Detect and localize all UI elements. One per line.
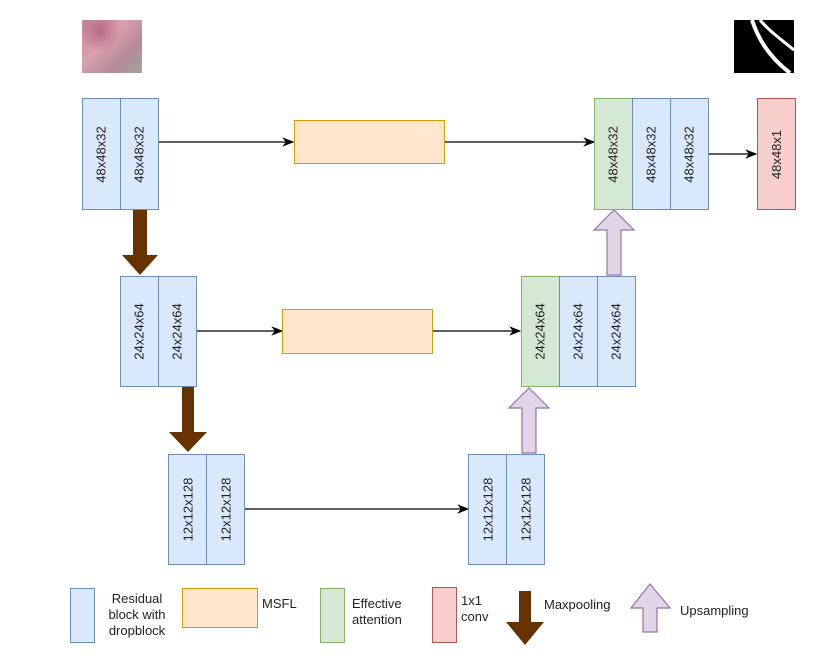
upsample-arrow-2 (592, 209, 636, 276)
dec-l2-block-2: 24x24x64 (597, 276, 636, 387)
legend-line: Residual (111, 591, 163, 606)
legend-conv-label: 1x1 conv (461, 593, 488, 625)
legend-attention-swatch (320, 588, 345, 643)
legend-line: block with (108, 607, 166, 622)
enc-l1-block-1: 48x48x32 (82, 98, 121, 210)
block-label: 12x12x128 (180, 477, 195, 542)
legend-upsample-label: Upsampling (680, 603, 749, 618)
block-label: 24x24x64 (132, 303, 148, 360)
maxpool-arrow-1 (122, 210, 158, 275)
legend-conv-swatch (432, 587, 457, 643)
block-label: 48x48x32 (94, 125, 110, 183)
input-image (82, 20, 142, 73)
block-label: 12x12x128 (480, 477, 495, 542)
legend-residual-label: Residual block with dropblock (99, 591, 175, 639)
enc-l3-block-2: 12x12x128 (206, 454, 245, 565)
enc-l2-block-2: 24x24x64 (158, 276, 197, 387)
enc-l3-block-1: 12x12x128 (168, 454, 207, 565)
legend-line: attention (352, 612, 402, 627)
legend-msfl-swatch (182, 588, 258, 628)
output-mask-image (734, 20, 794, 73)
block-label: 24x24x64 (609, 303, 625, 360)
block-label: 24x24x64 (533, 303, 549, 360)
legend-upsample-icon (629, 583, 672, 633)
block-label: 24x24x64 (170, 303, 186, 360)
enc-l2-block-1: 24x24x64 (120, 276, 159, 387)
block-label: 48x48x32 (132, 125, 148, 183)
block-label: 48x48x32 (682, 125, 698, 183)
dec-l1-block-2: 48x48x32 (670, 98, 709, 210)
block-label: 12x12x128 (218, 477, 233, 542)
dec-l1-attention: 48x48x32 (594, 98, 633, 210)
dec-l1-block-1: 48x48x32 (632, 98, 671, 210)
upsample-arrow-1 (507, 387, 551, 454)
dec-l2-attention: 24x24x64 (521, 276, 560, 387)
msfl-block-l1 (294, 120, 445, 164)
dec-l3-block-1: 12x12x128 (468, 454, 507, 565)
legend-attention-label: Effective attention (352, 596, 402, 628)
maxpool-arrow-2 (169, 387, 207, 452)
legend-line: conv (461, 609, 489, 624)
legend-line: 1x1 (461, 593, 482, 608)
legend-line: Effective (352, 596, 402, 611)
output-conv-block: 48x48x1 (757, 98, 796, 210)
dec-l3-block-2: 12x12x128 (506, 454, 545, 565)
block-label: 12x12x128 (518, 477, 533, 542)
block-label: 48x48x32 (644, 125, 660, 183)
block-label: 48x48x32 (606, 125, 622, 183)
block-label: 48x48x1 (769, 129, 784, 179)
legend-maxpool-icon (506, 591, 544, 645)
legend-line: dropblock (108, 623, 166, 638)
vessel-mask-graphic (750, 20, 794, 73)
block-label: 24x24x64 (571, 303, 587, 360)
legend-maxpool-label: Maxpooling (544, 597, 611, 612)
enc-l1-block-2: 48x48x32 (120, 98, 159, 210)
legend-msfl-label: MSFL (262, 596, 297, 611)
dec-l2-block-1: 24x24x64 (559, 276, 598, 387)
legend-residual-swatch (70, 588, 95, 643)
msfl-block-l2 (282, 309, 433, 354)
